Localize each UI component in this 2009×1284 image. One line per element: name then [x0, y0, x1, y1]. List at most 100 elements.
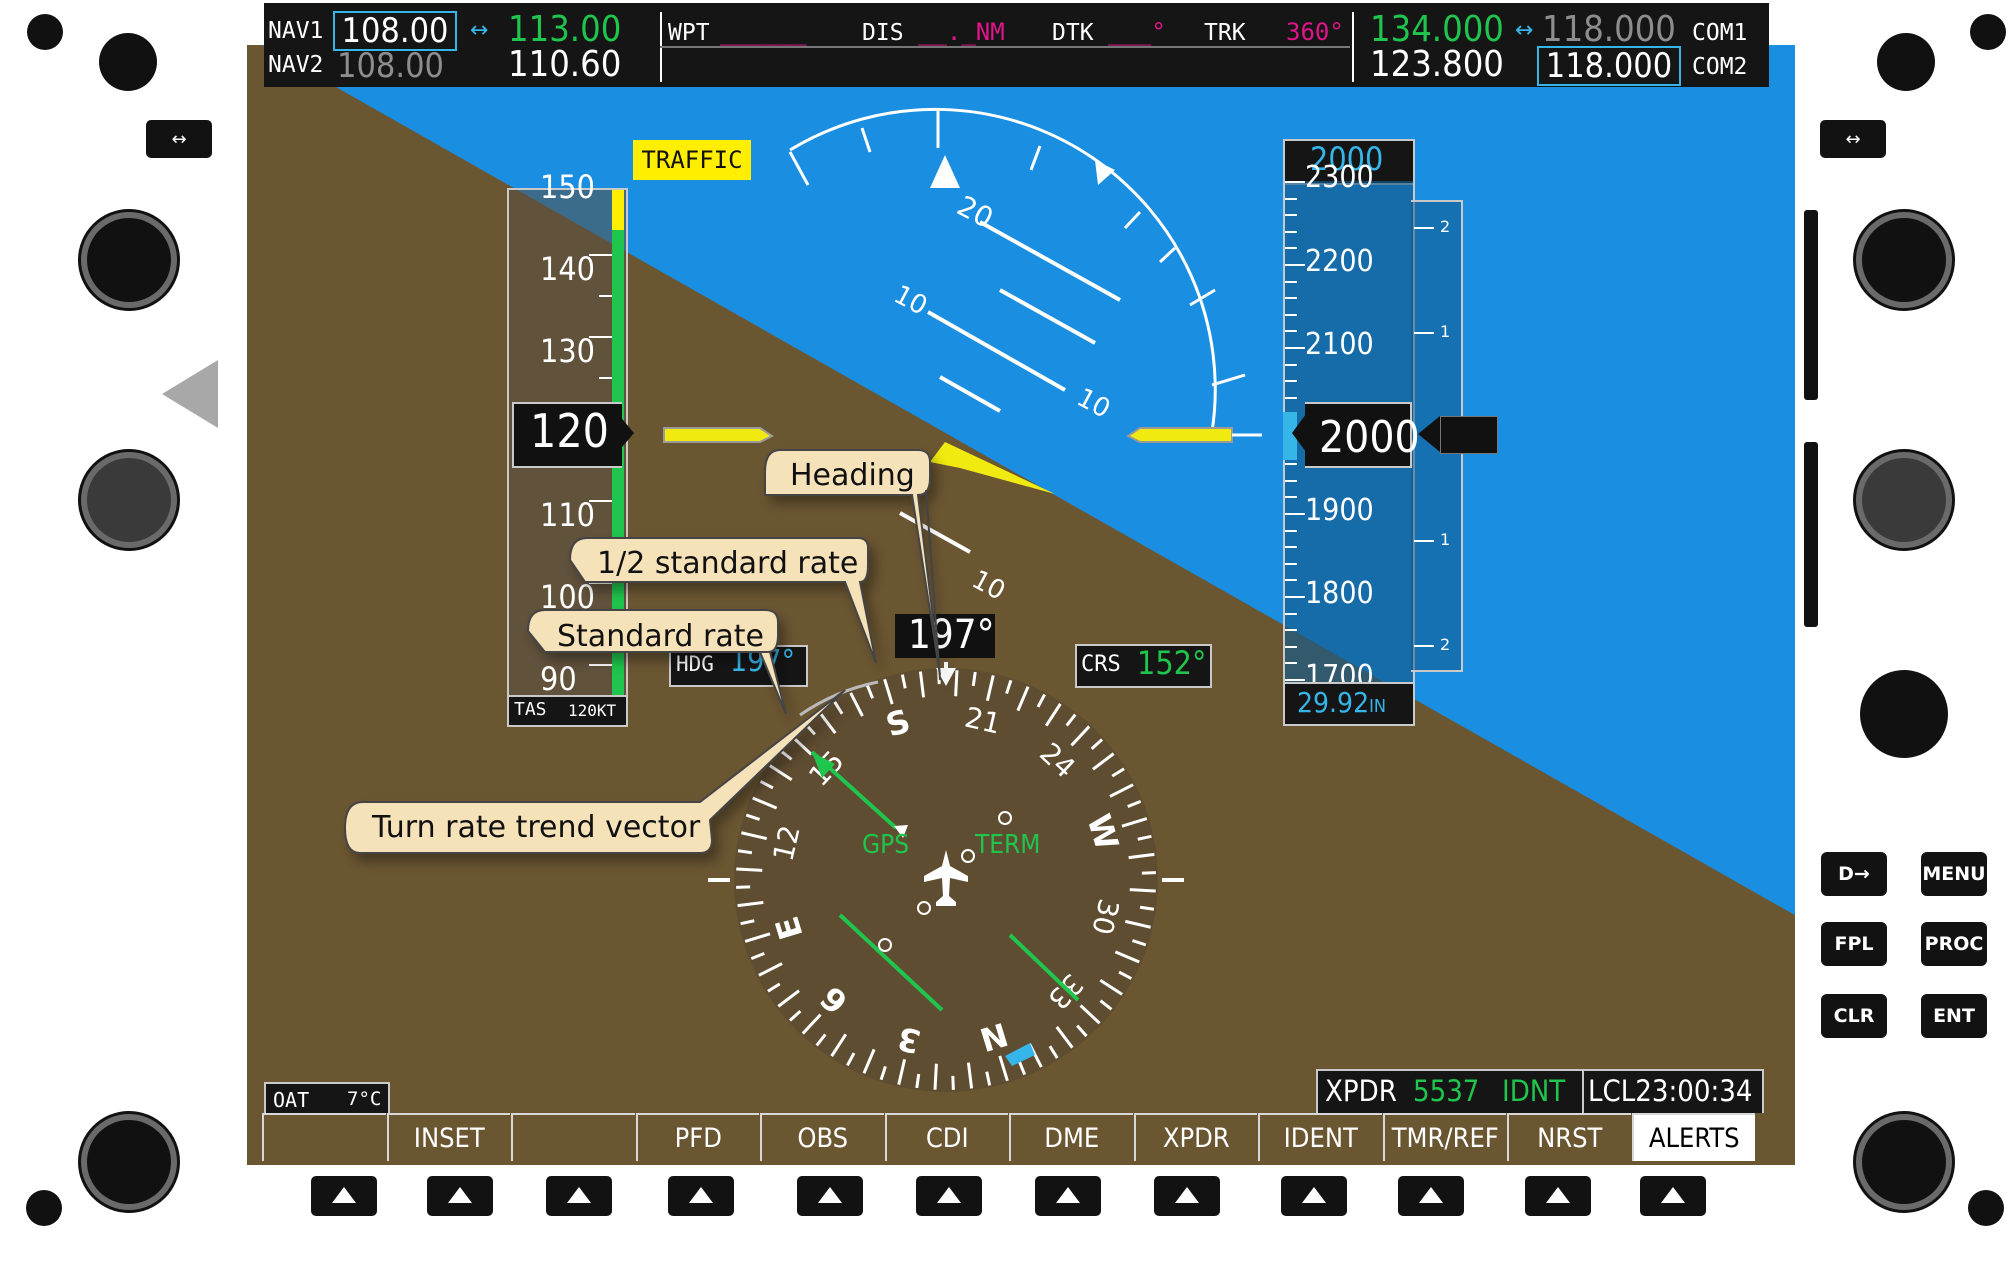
- top-status-bar: [264, 3, 1769, 87]
- nav-swap-key[interactable]: ↔: [146, 120, 212, 158]
- altitude-tick-label: 1900: [1305, 493, 1374, 528]
- softkey-button[interactable]: [1154, 1176, 1220, 1216]
- selected-altitude[interactable]: 2000: [1310, 140, 1384, 178]
- compass-tick: [897, 1058, 907, 1085]
- com1-standby-freq[interactable]: 118.000: [1542, 9, 1676, 50]
- altitude-tick: [1285, 380, 1297, 383]
- oat-value: 7°C: [347, 1088, 382, 1110]
- softkey-button[interactable]: [1398, 1176, 1464, 1216]
- compass-tick: [759, 780, 774, 790]
- direct-to-key[interactable]: D→: [1821, 852, 1887, 896]
- compass-tick: [758, 962, 783, 977]
- menu-key[interactable]: MENU: [1921, 852, 1987, 896]
- nav2-standby-freq[interactable]: 110.60: [508, 44, 622, 85]
- baro-setting[interactable]: 29.92IN: [1297, 686, 1386, 719]
- softkey-label[interactable]: IDENT: [1258, 1113, 1382, 1161]
- nav2-active-freq[interactable]: 108.00: [337, 46, 444, 86]
- compass-tick: [1131, 939, 1147, 947]
- compass-tick: [1079, 1004, 1101, 1025]
- softkey-label[interactable]: [511, 1113, 635, 1161]
- com-knob[interactable]: [1862, 218, 1946, 302]
- nav-knob[interactable]: [87, 218, 171, 302]
- softkey-label[interactable]: ALERTS: [1631, 1113, 1755, 1161]
- range-rocker[interactable]: [1804, 442, 1818, 627]
- clr-key[interactable]: CLR: [1821, 994, 1887, 1038]
- nav-volume-knob[interactable]: [99, 33, 157, 91]
- compass-tick: [1092, 752, 1115, 771]
- compass-tick: [1118, 970, 1133, 980]
- softkey-button[interactable]: [1640, 1176, 1706, 1216]
- crs-value[interactable]: 152°: [1137, 644, 1207, 682]
- fpl-key[interactable]: FPL: [1821, 922, 1887, 966]
- softkey-label[interactable]: INSET: [386, 1113, 510, 1161]
- compass-tick: [879, 1065, 887, 1081]
- compass-tick: [1137, 834, 1152, 841]
- softkey-bar-bg: [247, 1113, 1795, 1165]
- callout-heading: Heading: [790, 458, 915, 493]
- softkey-label[interactable]: DME: [1009, 1113, 1133, 1161]
- hsi-compass: N36E1215S2124W3033: [708, 662, 1184, 1092]
- compass-tick: [737, 900, 764, 908]
- com-swap-icon[interactable]: ↔: [1515, 18, 1534, 43]
- compass-tick: [918, 671, 926, 698]
- softkey-button[interactable]: [546, 1176, 612, 1216]
- bezel-screw: [26, 1190, 62, 1226]
- softkey-label[interactable]: XPDR: [1133, 1113, 1257, 1161]
- com1-active-freq[interactable]: 134.000: [1370, 9, 1504, 50]
- nav-swap-icon[interactable]: ↔: [470, 18, 489, 43]
- com2-standby-freq[interactable]: 118.000: [1537, 46, 1681, 86]
- compass-tick: [1111, 767, 1125, 778]
- softkey-button[interactable]: [916, 1176, 982, 1216]
- softkey-label[interactable]: OBS: [760, 1113, 884, 1161]
- com-volume-knob[interactable]: [1877, 33, 1935, 91]
- turn-rate-arc: [799, 680, 879, 717]
- softkey-button[interactable]: [668, 1176, 734, 1216]
- softkey-button[interactable]: [1035, 1176, 1101, 1216]
- com2-active-freq[interactable]: 123.800: [1370, 44, 1504, 85]
- softkey-label[interactable]: [262, 1113, 386, 1161]
- compass-tick: [933, 1063, 938, 1090]
- altitude-knob[interactable]: [1862, 458, 1946, 542]
- compass-tick: [1099, 999, 1113, 1011]
- ent-key[interactable]: ENT: [1921, 994, 1987, 1038]
- compass-tick: [1124, 919, 1151, 929]
- altitude-tick: [1285, 645, 1297, 648]
- compass-tick: [741, 831, 768, 841]
- softkey-label[interactable]: PFD: [635, 1113, 759, 1161]
- nav1-standby-freq[interactable]: 113.00: [508, 9, 622, 50]
- compass-tick: [862, 1048, 876, 1074]
- softkey-button[interactable]: [797, 1176, 863, 1216]
- compass-tick: [1065, 713, 1077, 727]
- compass-tick: [1109, 783, 1134, 798]
- heading-value: 197°: [908, 612, 995, 658]
- range-rocker[interactable]: [1804, 210, 1818, 400]
- gps-source: GPS: [862, 830, 910, 860]
- altitude-tick: [1285, 214, 1297, 217]
- softkey-label[interactable]: NRST: [1507, 1113, 1631, 1161]
- proc-key[interactable]: PROC: [1921, 922, 1987, 966]
- softkey-label[interactable]: CDI: [884, 1113, 1008, 1161]
- heading-knob[interactable]: [87, 458, 171, 542]
- compass-tick: [801, 1013, 822, 1035]
- altitude-tick: [1285, 363, 1297, 366]
- softkey-button[interactable]: [427, 1176, 493, 1216]
- airspeed-value: 120: [530, 404, 609, 458]
- softkey-button[interactable]: [1525, 1176, 1591, 1216]
- nav1-active-freq[interactable]: 108.00: [333, 11, 457, 51]
- fms-knob[interactable]: [1860, 670, 1948, 758]
- com-swap-key[interactable]: ↔: [1820, 120, 1886, 158]
- altitude-tick-label: 1800: [1305, 576, 1374, 611]
- crs-knob[interactable]: [1862, 1120, 1946, 1204]
- dtk-value: ___°: [1108, 18, 1166, 46]
- softkey-button[interactable]: [311, 1176, 377, 1216]
- softkey-button[interactable]: [1281, 1176, 1347, 1216]
- compass-tick: [791, 735, 813, 756]
- compass-tick: [777, 989, 800, 1008]
- course-deviation-bar: [1008, 933, 1080, 1002]
- baro-knob[interactable]: [87, 1120, 171, 1204]
- softkey-label[interactable]: TMR/REF: [1382, 1113, 1506, 1161]
- altitude-tick: [1285, 297, 1297, 300]
- altitude-tick: [1285, 562, 1297, 565]
